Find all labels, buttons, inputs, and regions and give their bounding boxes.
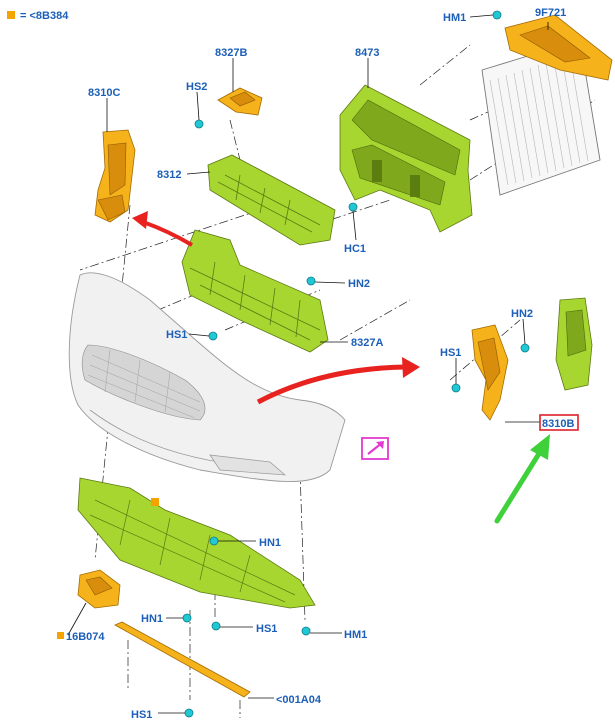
label-hm1-top: HM1 bbox=[443, 12, 466, 24]
label-hn2-center: HN2 bbox=[348, 278, 370, 290]
fastener-hc1 bbox=[348, 202, 358, 212]
fastener-hm1-low bbox=[301, 626, 311, 636]
label-16b074: 16B074 bbox=[66, 631, 105, 643]
leader-lines bbox=[67, 14, 549, 714]
legend-marker bbox=[7, 11, 15, 19]
part-8310b-side-bracket-assembly bbox=[471, 297, 593, 421]
label-hc1: HC1 bbox=[344, 243, 366, 255]
highlight-box-8310b bbox=[539, 414, 579, 431]
fastener-hn1-low bbox=[182, 613, 192, 623]
external-link-icon[interactable] bbox=[361, 437, 389, 460]
label-8327b: 8327B bbox=[215, 47, 247, 59]
fastener-hs1-right bbox=[451, 383, 461, 393]
part-8310c-side-bracket bbox=[94, 129, 136, 223]
fastener-hm1-top bbox=[492, 10, 502, 20]
label-8312: 8312 bbox=[157, 169, 181, 181]
label-8310b: 8310B bbox=[542, 418, 574, 430]
label-hm1-low: HM1 bbox=[344, 629, 367, 641]
part-001a04-strip bbox=[114, 621, 251, 698]
label-16b074-marker bbox=[57, 632, 64, 639]
part-9f721-air-duct bbox=[504, 14, 613, 81]
red-arrows bbox=[132, 211, 420, 405]
label-hs1-bottom: HS1 bbox=[131, 709, 152, 721]
fastener-hs1-bottom bbox=[184, 708, 194, 718]
part-8327b-bracket bbox=[217, 87, 263, 116]
fastener-hn2-right bbox=[520, 343, 530, 353]
label-hs1-right: HS1 bbox=[440, 347, 461, 359]
label-hn1-mid: HN1 bbox=[259, 537, 281, 549]
green-arrow-icon bbox=[494, 434, 550, 524]
label-8310c: 8310C bbox=[88, 87, 120, 99]
red-arrow-left-head bbox=[132, 211, 148, 229]
part-8327a-lower-deflector bbox=[181, 229, 329, 353]
part-16b074-bracket bbox=[77, 569, 121, 609]
red-arrow-left-icon bbox=[142, 220, 194, 247]
label-8473: 8473 bbox=[355, 47, 379, 59]
part-8473-radiator-support bbox=[339, 84, 473, 233]
part-labels: HM1 9F721 8327B 8473 8310C HS2 8312 HC1 … bbox=[57, 7, 579, 721]
legend-text: = <8B384 bbox=[20, 10, 69, 22]
label-hn2-right: HN2 bbox=[511, 308, 533, 320]
fastener-hn2-center bbox=[306, 276, 316, 286]
red-arrow-right-icon bbox=[256, 364, 406, 405]
label-hn1-low: HN1 bbox=[141, 613, 163, 625]
front-bumper-cover bbox=[68, 272, 346, 482]
label-8327a: 8327A bbox=[351, 337, 383, 349]
label-hs1-low: HS1 bbox=[256, 623, 277, 635]
undershield-marker bbox=[151, 498, 159, 506]
label-001a04: <001A04 bbox=[276, 694, 322, 706]
fastener-hs1-center bbox=[208, 331, 218, 341]
label-hs2: HS2 bbox=[186, 81, 207, 93]
fastener-hs1-low bbox=[211, 621, 221, 631]
label-9f721: 9F721 bbox=[535, 7, 566, 19]
fastener-hs2 bbox=[194, 119, 204, 129]
red-arrow-right-head bbox=[402, 357, 420, 378]
fastener-hn1-mid bbox=[209, 536, 219, 546]
part-8312-deflector bbox=[207, 154, 336, 246]
label-hs1-center: HS1 bbox=[166, 329, 187, 341]
